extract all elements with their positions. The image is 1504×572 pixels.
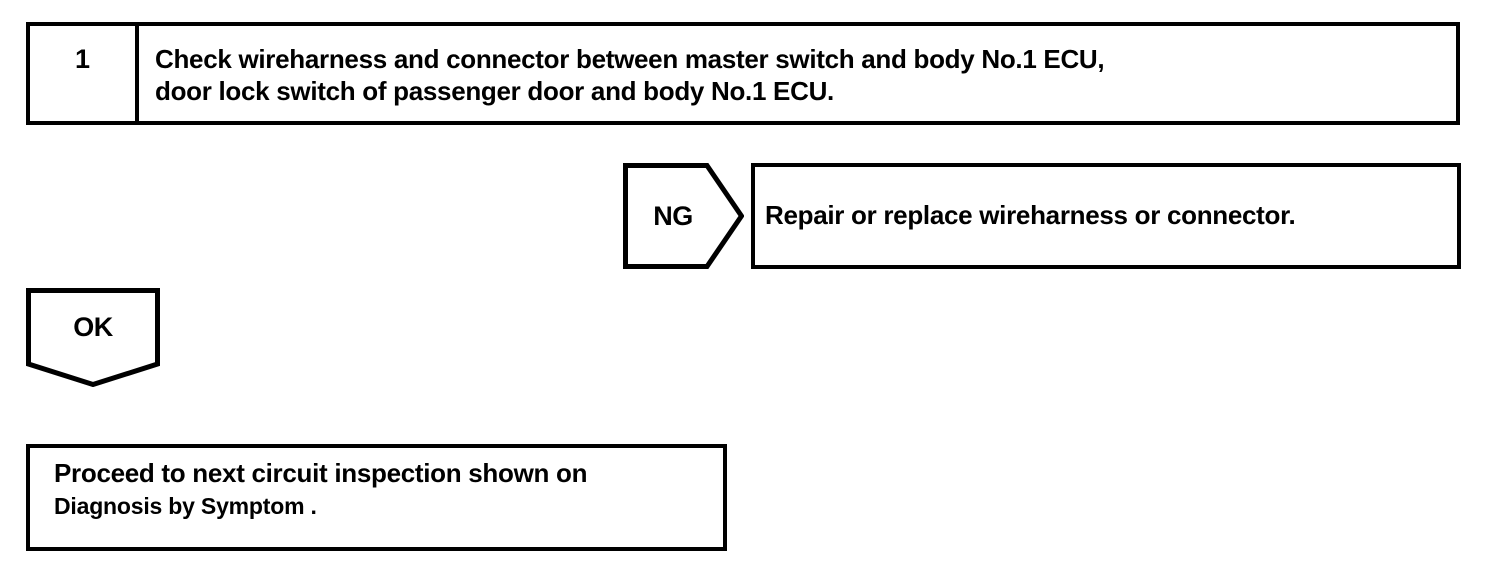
ng-branch-arrow: NG [623, 163, 744, 269]
ng-result-box: Repair or replace wireharness or connect… [751, 163, 1461, 269]
ng-result-text: Repair or replace wireharness or connect… [765, 200, 1296, 230]
ok-label: OK [73, 311, 113, 342]
ng-pentagon-shape [623, 163, 744, 269]
ng-label: NG [653, 200, 693, 231]
ok-result-box: Proceed to next circuit inspection shown… [26, 444, 727, 551]
ok-result-text-line-1: Proceed to next circuit inspection shown… [54, 458, 588, 488]
step-1-box: 1 Check wireharness and connector betwee… [26, 22, 1460, 125]
step-number: 1 [74, 44, 91, 74]
step-instruction-text: Check wireharness and connector between … [155, 44, 1105, 106]
ok-result-text-line-2: Diagnosis by Symptom . [54, 493, 317, 519]
ok-branch-arrow: OK [26, 288, 160, 387]
ok-pentagon-shape [26, 288, 160, 387]
step-number-cell: 1 [30, 26, 139, 121]
